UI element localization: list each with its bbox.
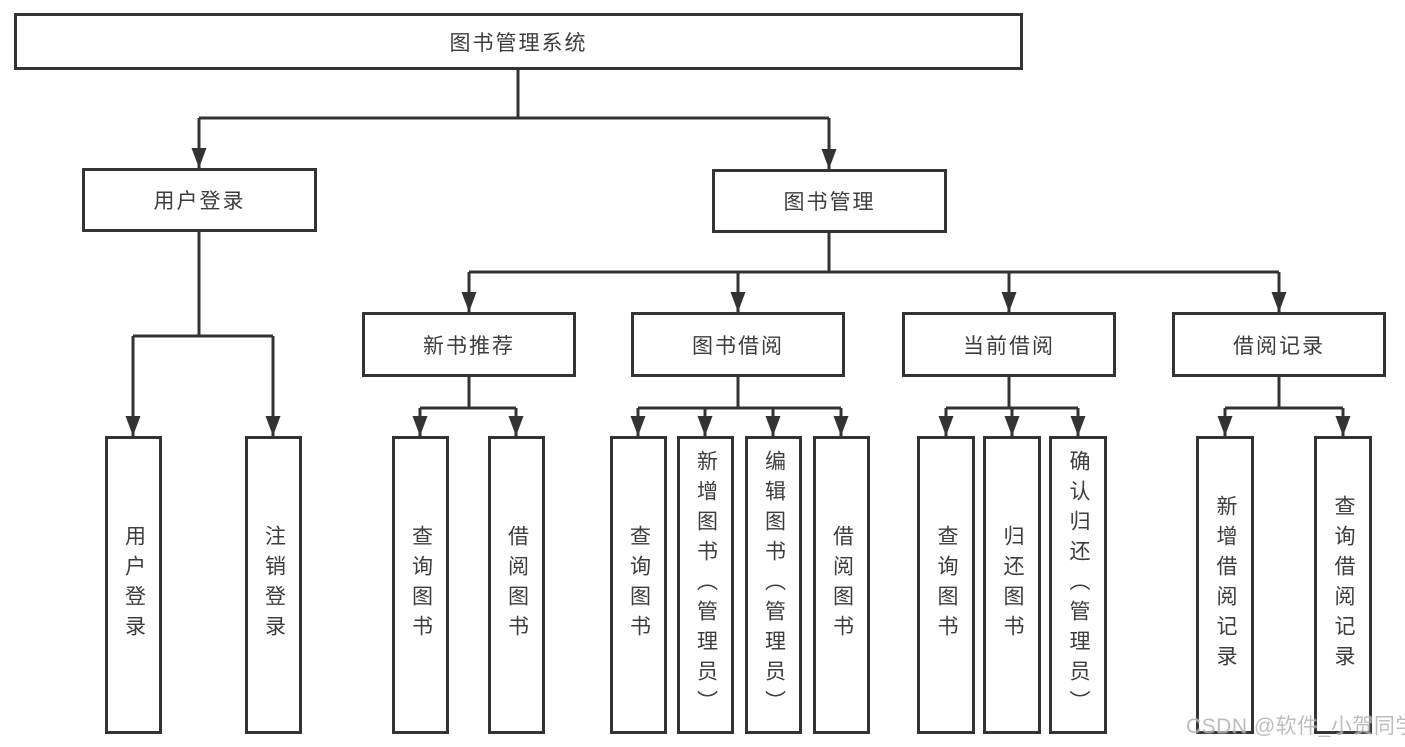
leaf-logout: 注销登录 — [245, 436, 302, 734]
leaf-borrow-books-under-borrowing: 借阅图书 — [813, 436, 870, 734]
node-borrowing-records: 借阅记录 — [1172, 312, 1386, 377]
leaf-edit-books-admin: 编辑图书（管理员） — [745, 436, 802, 734]
node-current-borrowing: 当前借阅 — [902, 312, 1116, 377]
node-root-system: 图书管理系统 — [14, 13, 1023, 70]
leaf-return-books: 归还图书 — [983, 436, 1041, 734]
leaf-user-login: 用户登录 — [105, 436, 162, 734]
node-book-management: 图书管理 — [712, 169, 947, 233]
leaf-add-borrow-record: 新增借阅记录 — [1196, 436, 1254, 734]
leaf-confirm-return-admin: 确认归还（管理员） — [1049, 436, 1107, 734]
leaf-query-books-under-recommendation: 查询图书 — [392, 436, 449, 734]
leaf-borrow-books-under-recommendation: 借阅图书 — [488, 436, 545, 734]
csdn-watermark: CSDN @软件_小贺同学 — [1186, 715, 1405, 738]
leaf-add-books-admin: 新增图书（管理员） — [677, 436, 734, 734]
arrowheads — [125, 148, 1351, 436]
node-book-borrowing: 图书借阅 — [631, 312, 845, 377]
leaf-query-borrow-record: 查询借阅记录 — [1314, 436, 1372, 734]
node-user-login: 用户登录 — [82, 168, 317, 232]
leaf-query-books-under-borrowing: 查询图书 — [610, 436, 667, 734]
node-new-book-recommendation: 新书推荐 — [362, 312, 576, 377]
leaf-query-books-under-current: 查询图书 — [917, 436, 975, 734]
